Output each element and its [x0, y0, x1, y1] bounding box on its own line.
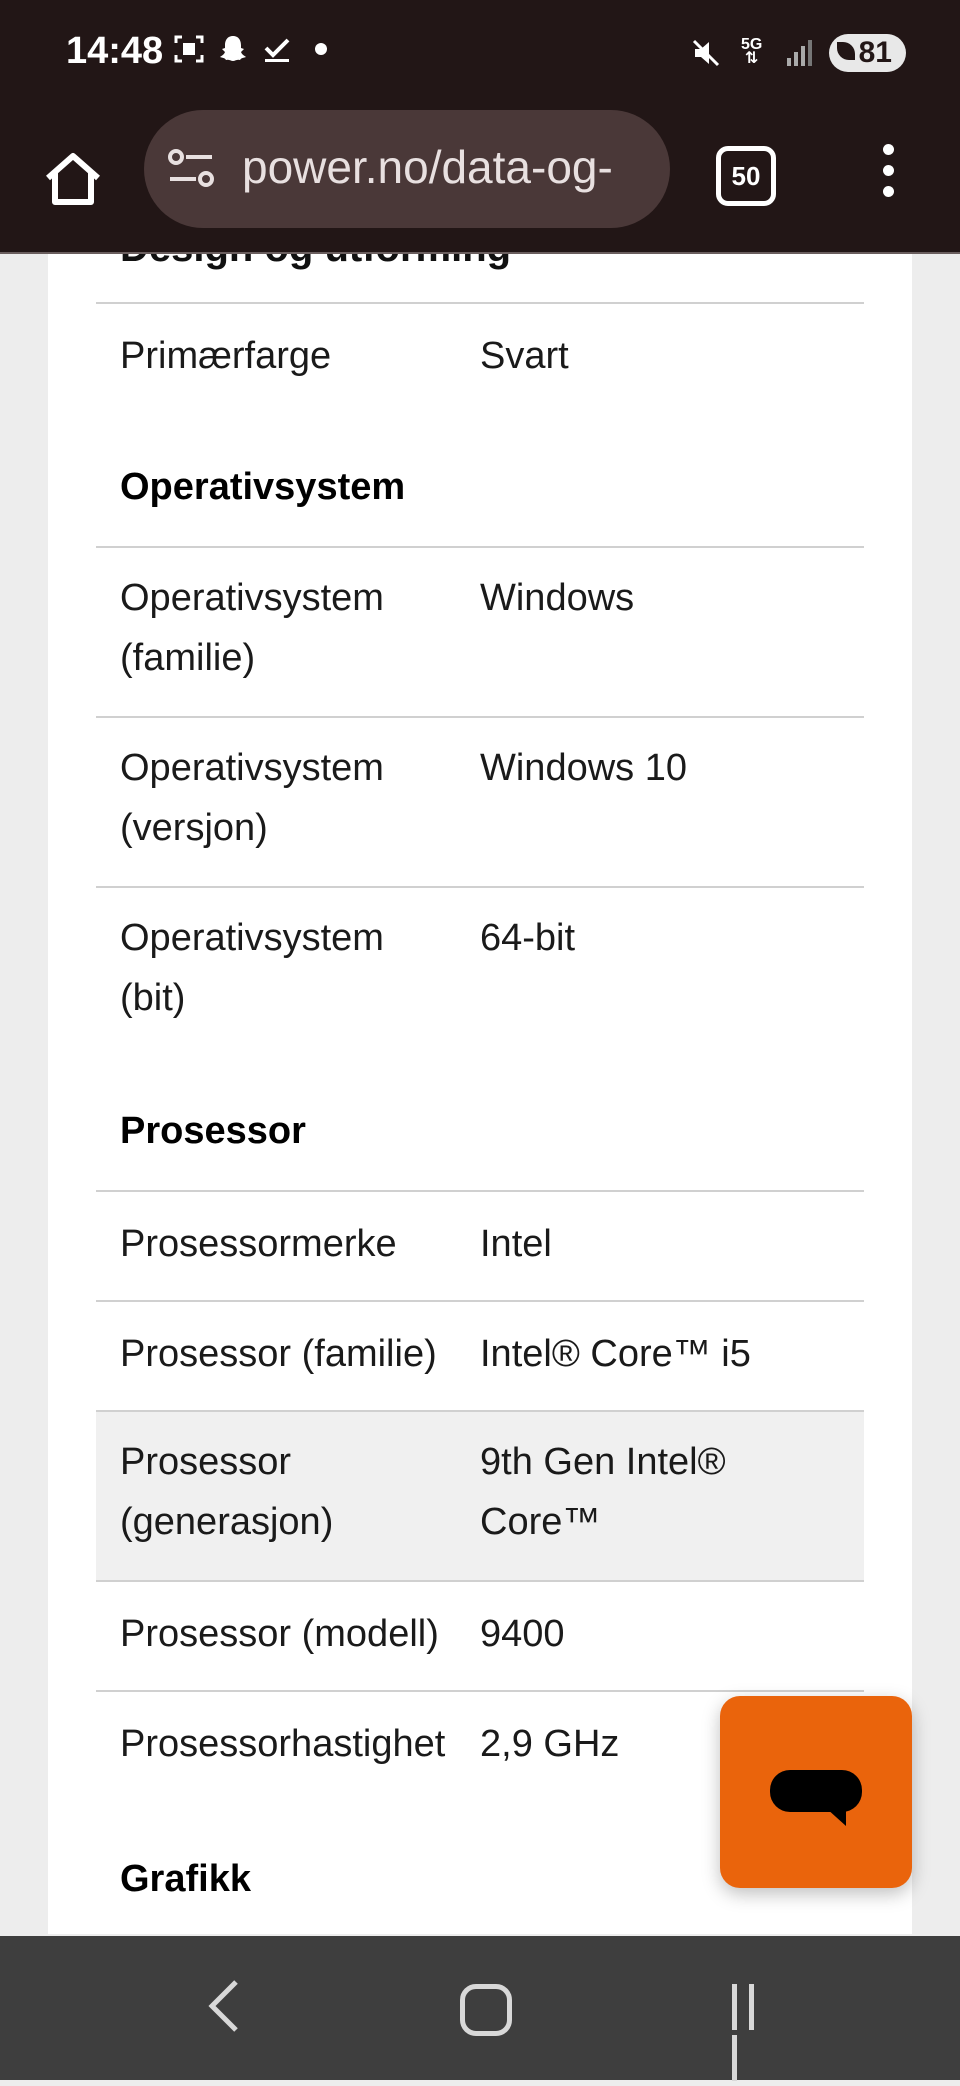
spec-row: Operativsystem (bit) 64-bit	[96, 888, 864, 1056]
network-label: 5G	[740, 36, 763, 53]
spec-label: Operativsystem	[120, 577, 384, 619]
divider	[96, 1580, 864, 1582]
section-title-os: Operativsystem	[120, 466, 406, 508]
screenshot-icon	[174, 34, 204, 64]
browser-toolbar: power.no/data-og- 50	[0, 110, 960, 254]
battery-indicator: 81	[828, 34, 906, 72]
spec-row: Prosessor (modell) 9400	[96, 1582, 864, 1690]
divider	[96, 1300, 864, 1302]
spec-value: 64-bit	[480, 917, 576, 959]
spec-value: Windows	[480, 577, 635, 619]
home-button[interactable]	[38, 144, 108, 214]
divider	[96, 886, 864, 888]
divider	[96, 302, 864, 304]
spec-value: 9400	[480, 1613, 565, 1655]
address-bar[interactable]: power.no/data-og-	[144, 110, 670, 228]
spec-label: Prosessormerke	[120, 1223, 397, 1265]
specifications-card: Design og utforming Primærfarge Svart Op…	[48, 254, 912, 1934]
status-time: 14:48	[66, 30, 164, 72]
back-icon	[208, 1980, 238, 2032]
spec-row: Prosessorhastighet 2,9 GHz	[96, 1692, 864, 1800]
divider	[96, 1190, 864, 1192]
spec-value: Windows 10	[480, 747, 687, 789]
url-text[interactable]: power.no/data-og-	[242, 141, 613, 193]
check-icon	[262, 34, 292, 64]
spec-label-line2: (familie)	[120, 637, 256, 679]
spec-row: Operativsystem (versjon) Windows 10	[96, 718, 864, 886]
home-nav-button[interactable]	[460, 1984, 512, 2036]
more-menu-icon[interactable]	[876, 144, 900, 204]
snapchat-icon	[218, 34, 248, 64]
mute-icon	[691, 38, 721, 68]
spec-row: Primærfarge Svart	[96, 304, 864, 412]
divider	[96, 1690, 864, 1692]
5g-icon: 5G⇅	[740, 36, 763, 67]
chat-icon	[770, 1770, 862, 1812]
spec-label: Prosessor (modell)	[120, 1613, 439, 1655]
spec-value: 2,9 GHz	[480, 1723, 620, 1765]
dot-icon	[306, 34, 336, 64]
spec-value-line2: Core™	[480, 1501, 601, 1543]
spec-row: Operativsystem (familie) Windows	[96, 548, 864, 716]
site-settings-icon[interactable]	[168, 148, 214, 188]
spec-label: Prosessor	[120, 1441, 292, 1483]
tab-switcher-button[interactable]: 50	[716, 146, 776, 206]
spec-label: Prosessorhastighet	[120, 1723, 446, 1765]
spec-value: Svart	[480, 335, 569, 377]
notification-icons	[174, 34, 336, 64]
spec-value: Intel® Core™ i5	[480, 1333, 751, 1375]
spec-value: Intel	[480, 1223, 552, 1265]
spec-row: Prosessor (familie) Intel® Core™ i5	[96, 1302, 864, 1410]
spec-label-line2: (versjon)	[120, 807, 268, 849]
section-title-processor: Prosessor	[120, 1110, 306, 1152]
spec-value: 9th Gen Intel®	[480, 1441, 726, 1483]
back-button[interactable]	[196, 1976, 256, 2036]
section-title-design: Design og utforming	[120, 254, 511, 271]
divider	[96, 716, 864, 718]
spec-label: Prosessor (familie)	[120, 1333, 437, 1375]
status-bar: 14:48 5G⇅ 81	[0, 0, 960, 110]
recent-apps-button[interactable]	[732, 1984, 782, 2081]
spec-label: Operativsystem	[120, 747, 384, 789]
section-title-graphics: Grafikk	[120, 1858, 251, 1900]
spec-row-highlighted: Prosessor (generasjon) 9th Gen Intel® Co…	[96, 1412, 864, 1580]
battery-level: 81	[858, 36, 892, 69]
chat-button[interactable]	[720, 1696, 912, 1888]
spec-label-line2: (bit)	[120, 977, 186, 1019]
home-icon	[46, 153, 100, 205]
divider	[96, 1410, 864, 1412]
spec-label: Primærfarge	[120, 335, 332, 377]
system-nav-bar	[0, 1936, 960, 2081]
signal-icon	[783, 38, 813, 68]
spec-label-line2: (generasjon)	[120, 1501, 334, 1543]
spec-row: Prosessormerke Intel	[96, 1192, 864, 1300]
leaf-icon	[836, 42, 855, 60]
system-icons: 5G⇅ 81	[691, 34, 906, 72]
spec-label: Operativsystem	[120, 917, 384, 959]
divider	[96, 546, 864, 548]
